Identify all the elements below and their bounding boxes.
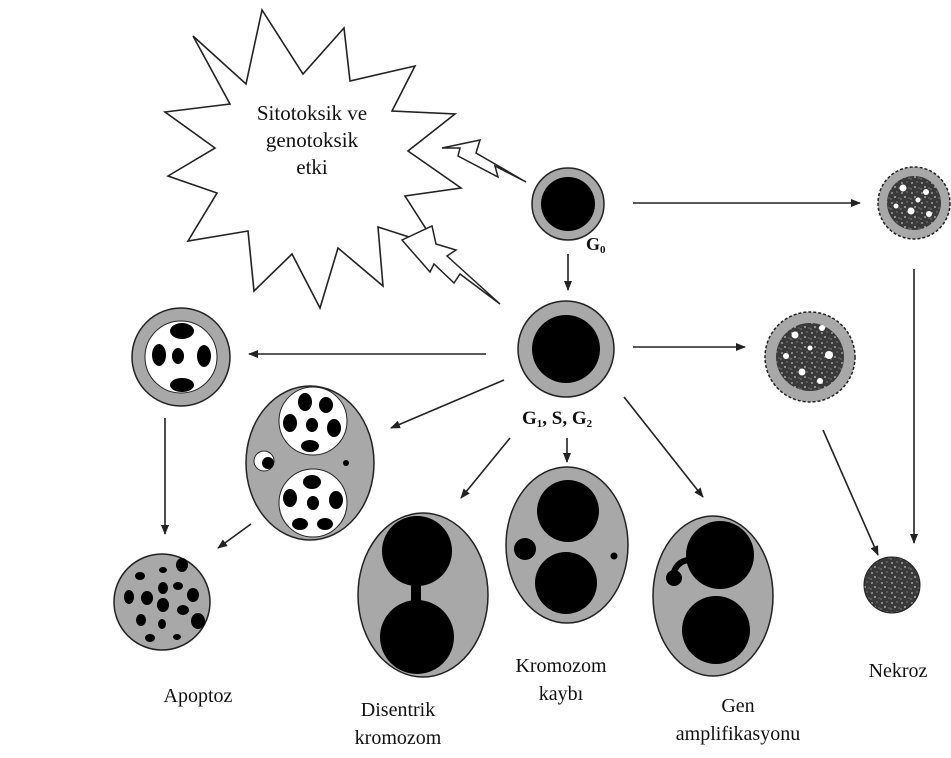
agent-label-line2: genotoksik xyxy=(266,128,359,152)
arrow-to-gene-amplification xyxy=(624,397,703,497)
label-kromozom-kaybi-line2: kaybı xyxy=(539,683,584,705)
necrosis-cell xyxy=(864,557,920,613)
g0-label: G0 xyxy=(586,234,606,256)
arrow-necrotic-mid-to-necrosis xyxy=(823,430,878,555)
lightning-bolt-lower xyxy=(402,226,500,304)
dicentric-chromosome-cell xyxy=(358,513,488,677)
agent-starburst: Sitotoksik ve genotoksik etki xyxy=(165,10,461,308)
chromosome-loss-cell xyxy=(506,467,628,623)
apoptotic-body-cell xyxy=(114,554,210,650)
necrotic-cell-early xyxy=(878,167,950,239)
agent-label-line1: Sitotoksik ve xyxy=(257,101,367,125)
lightning-bolt-upper xyxy=(442,140,526,182)
label-kromozom-kaybi-line1: Kromozom xyxy=(515,655,607,677)
apoptotic-cell-early xyxy=(132,308,230,406)
g1-s-g2-label: G1, S, G2 xyxy=(522,408,593,430)
binucleated-cell xyxy=(246,386,374,540)
gene-amplification-cell xyxy=(653,516,773,676)
label-gen-amplifikasyonu-line1: Gen xyxy=(721,695,754,717)
g0-cell xyxy=(532,168,604,240)
label-disentrik-line2: kromozom xyxy=(355,727,442,749)
agent-label-line3: etki xyxy=(296,155,328,179)
g1-s-g2-cell xyxy=(518,301,614,397)
necrotic-cell-mid xyxy=(765,312,855,402)
arrow-to-dicentric xyxy=(461,438,510,498)
arrow-binucleated-to-body xyxy=(218,524,251,548)
label-apoptoz: Apoptoz xyxy=(164,685,233,707)
label-gen-amplifikasyonu-line2: amplifikasyonu xyxy=(676,723,800,745)
arrow-to-binucleated xyxy=(391,380,504,428)
label-disentrik-line1: Disentrik xyxy=(361,699,435,721)
label-nekroz: Nekroz xyxy=(869,660,928,682)
